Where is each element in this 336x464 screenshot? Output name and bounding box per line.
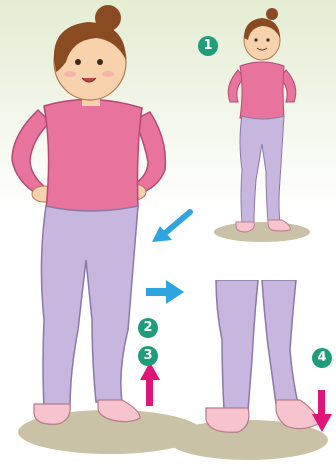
step-badge-2: 2 xyxy=(138,318,158,338)
arrow-right-icon xyxy=(146,280,184,304)
arrow-up-icon xyxy=(140,362,160,406)
small-woman-figure xyxy=(214,8,310,242)
step-badge-1: 1 xyxy=(198,36,218,56)
arrow-down-left-icon xyxy=(152,212,190,242)
legs-close-up-figure xyxy=(168,274,328,460)
step-badge-4: 4 xyxy=(312,348,332,368)
step-badge-3: 3 xyxy=(138,346,158,366)
